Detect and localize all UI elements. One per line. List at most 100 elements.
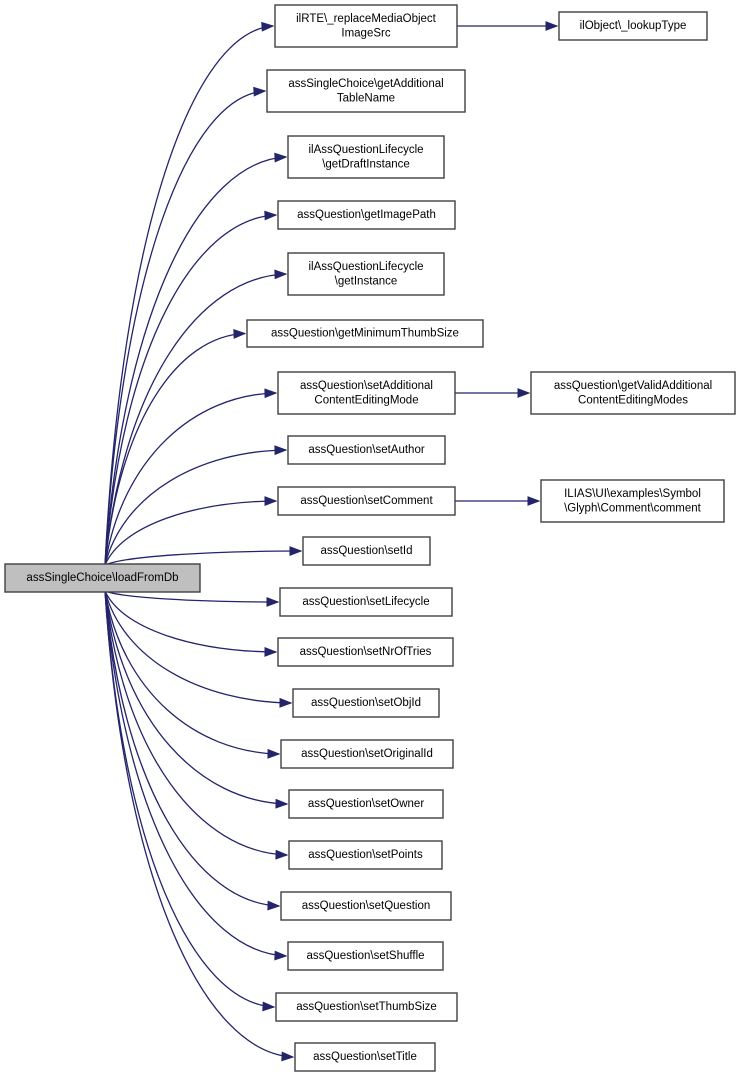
node-box[interactable] — [277, 486, 456, 516]
edge-loadFromDb-to-setNrOfTries — [104, 590, 278, 657]
node-loadFromDb[interactable]: assSingleChoice\loadFromDb — [4, 563, 201, 593]
node-box[interactable] — [277, 200, 456, 230]
node-label: assQuestion\setQuestion — [302, 900, 431, 912]
node-setLifecycle[interactable]: assQuestion\setLifecycle — [279, 587, 453, 617]
node-box[interactable] — [287, 941, 444, 971]
edge-loadFromDb-to-setAuthor — [104, 445, 288, 566]
node-setTitle[interactable]: assQuestion\setTitle — [294, 1042, 436, 1072]
edge-loadFromDb-to-getImagePath — [104, 210, 278, 566]
edge-arrowhead — [281, 1051, 295, 1062]
edge-line — [104, 590, 277, 653]
edge-line — [104, 273, 287, 566]
node-setOwner[interactable]: assQuestion\setOwner — [288, 789, 444, 819]
node-box[interactable] — [280, 891, 452, 921]
node-label: assQuestion\setPoints — [308, 849, 423, 861]
edge-setAdditionalContentEditingMode-to-getValidAdditionalContentEditingModes — [455, 388, 531, 398]
edge-arrowhead — [279, 697, 293, 708]
node-label: assQuestion\getImagePath — [297, 209, 436, 221]
edge-line — [104, 156, 287, 566]
node-setThumbSize[interactable]: assQuestion\setThumbSize — [275, 992, 458, 1022]
node-box[interactable] — [275, 992, 458, 1022]
node-box[interactable] — [292, 688, 440, 718]
node-setPoints[interactable]: assQuestion\setPoints — [288, 840, 443, 870]
node-setObjId[interactable]: assQuestion\setObjId — [292, 688, 440, 718]
node-setComment[interactable]: assQuestion\setComment — [277, 486, 456, 516]
edge-loadFromDb-to-setOwner — [104, 590, 289, 809]
edge-arrowhead — [545, 21, 559, 31]
node-label: ilObject\_lookupType — [580, 20, 687, 32]
node-setId[interactable]: assQuestion\setId — [302, 536, 431, 566]
edge-loadFromDb-to-setPoints — [104, 590, 289, 860]
node-setNrOfTries[interactable]: assQuestion\setNrOfTries — [277, 637, 454, 667]
node-box[interactable] — [277, 371, 456, 415]
node-setOriginalId[interactable]: assQuestion\setOriginalId — [280, 739, 454, 769]
node-box[interactable] — [274, 4, 458, 48]
edge-loadFromDb-to-setId — [104, 546, 303, 566]
node-box[interactable] — [287, 252, 445, 296]
node-glyphComment[interactable]: ILIAS\UI\examples\Symbol\Glyph\Comment\c… — [540, 479, 725, 523]
edge-line — [104, 25, 274, 566]
node-box[interactable] — [246, 319, 484, 348]
edge-loadFromDb-to-getDraftInstance — [104, 152, 288, 566]
edge-arrowhead — [233, 328, 247, 339]
edge-arrowhead — [264, 496, 278, 507]
node-box[interactable] — [4, 563, 201, 593]
node-label: assQuestion\setId — [320, 545, 412, 557]
node-label: assQuestion\setLifecycle — [302, 596, 429, 608]
node-getDraftInstance[interactable]: ilAssQuestionLifecycle\getDraftInstance — [287, 135, 445, 179]
edge-line — [104, 590, 294, 1058]
node-box[interactable] — [294, 1042, 436, 1072]
edge-line — [104, 590, 279, 603]
edge-arrowhead — [261, 21, 275, 32]
node-box[interactable] — [302, 536, 431, 566]
node-lookupType[interactable]: ilObject\_lookupType — [558, 11, 708, 41]
node-box[interactable] — [277, 637, 454, 667]
node-label: assQuestion\getMinimumThumbSize — [271, 328, 459, 340]
node-box[interactable] — [266, 69, 466, 113]
edges-layer — [104, 21, 559, 1062]
node-label: assQuestion\setThumbSize — [296, 1001, 437, 1013]
node-label: assQuestion\setOriginalId — [301, 748, 433, 760]
node-getInstance[interactable]: ilAssQuestionLifecycle\getInstance — [287, 252, 445, 296]
node-getImagePath[interactable]: assQuestion\getImagePath — [277, 200, 456, 230]
edge-arrowhead — [289, 546, 303, 556]
node-label: assQuestion\setTitle — [313, 1051, 417, 1063]
edge-loadFromDb-to-getMinimumThumbSize — [104, 328, 247, 566]
edge-loadFromDb-to-setTitle — [104, 590, 295, 1062]
edge-arrowhead — [262, 1001, 276, 1012]
node-setShuffle[interactable]: assQuestion\setShuffle — [287, 941, 444, 971]
edge-line — [104, 332, 246, 566]
node-box[interactable] — [287, 135, 445, 179]
node-box[interactable] — [287, 435, 446, 465]
node-label: assQuestion\setNrOfTries — [300, 646, 432, 658]
edge-loadFromDb-to-setComment — [104, 496, 278, 566]
node-label: assQuestion\setAuthor — [308, 444, 425, 456]
edge-line — [104, 449, 287, 566]
node-getMinimumThumbSize[interactable]: assQuestion\getMinimumThumbSize — [246, 319, 484, 348]
edge-loadFromDb-to-setThumbSize — [104, 590, 276, 1012]
node-box[interactable] — [288, 789, 444, 819]
node-box[interactable] — [540, 479, 725, 523]
edge-arrowhead — [267, 900, 281, 911]
node-label: assSingleChoice\loadFromDb — [26, 572, 178, 584]
edge-arrowhead — [517, 388, 531, 398]
edge-arrowhead — [275, 849, 289, 860]
node-label: assQuestion\setObjId — [311, 697, 421, 709]
edge-line — [104, 590, 288, 805]
edge-arrowhead — [274, 269, 288, 280]
node-box[interactable] — [530, 371, 736, 415]
node-box[interactable] — [288, 840, 443, 870]
node-box[interactable] — [279, 587, 453, 617]
edge-line — [104, 500, 277, 566]
node-box[interactable] — [558, 11, 708, 41]
node-setQuestion[interactable]: assQuestion\setQuestion — [280, 891, 452, 921]
node-setAuthor[interactable]: assQuestion\setAuthor — [287, 435, 446, 465]
node-box[interactable] — [280, 739, 454, 769]
